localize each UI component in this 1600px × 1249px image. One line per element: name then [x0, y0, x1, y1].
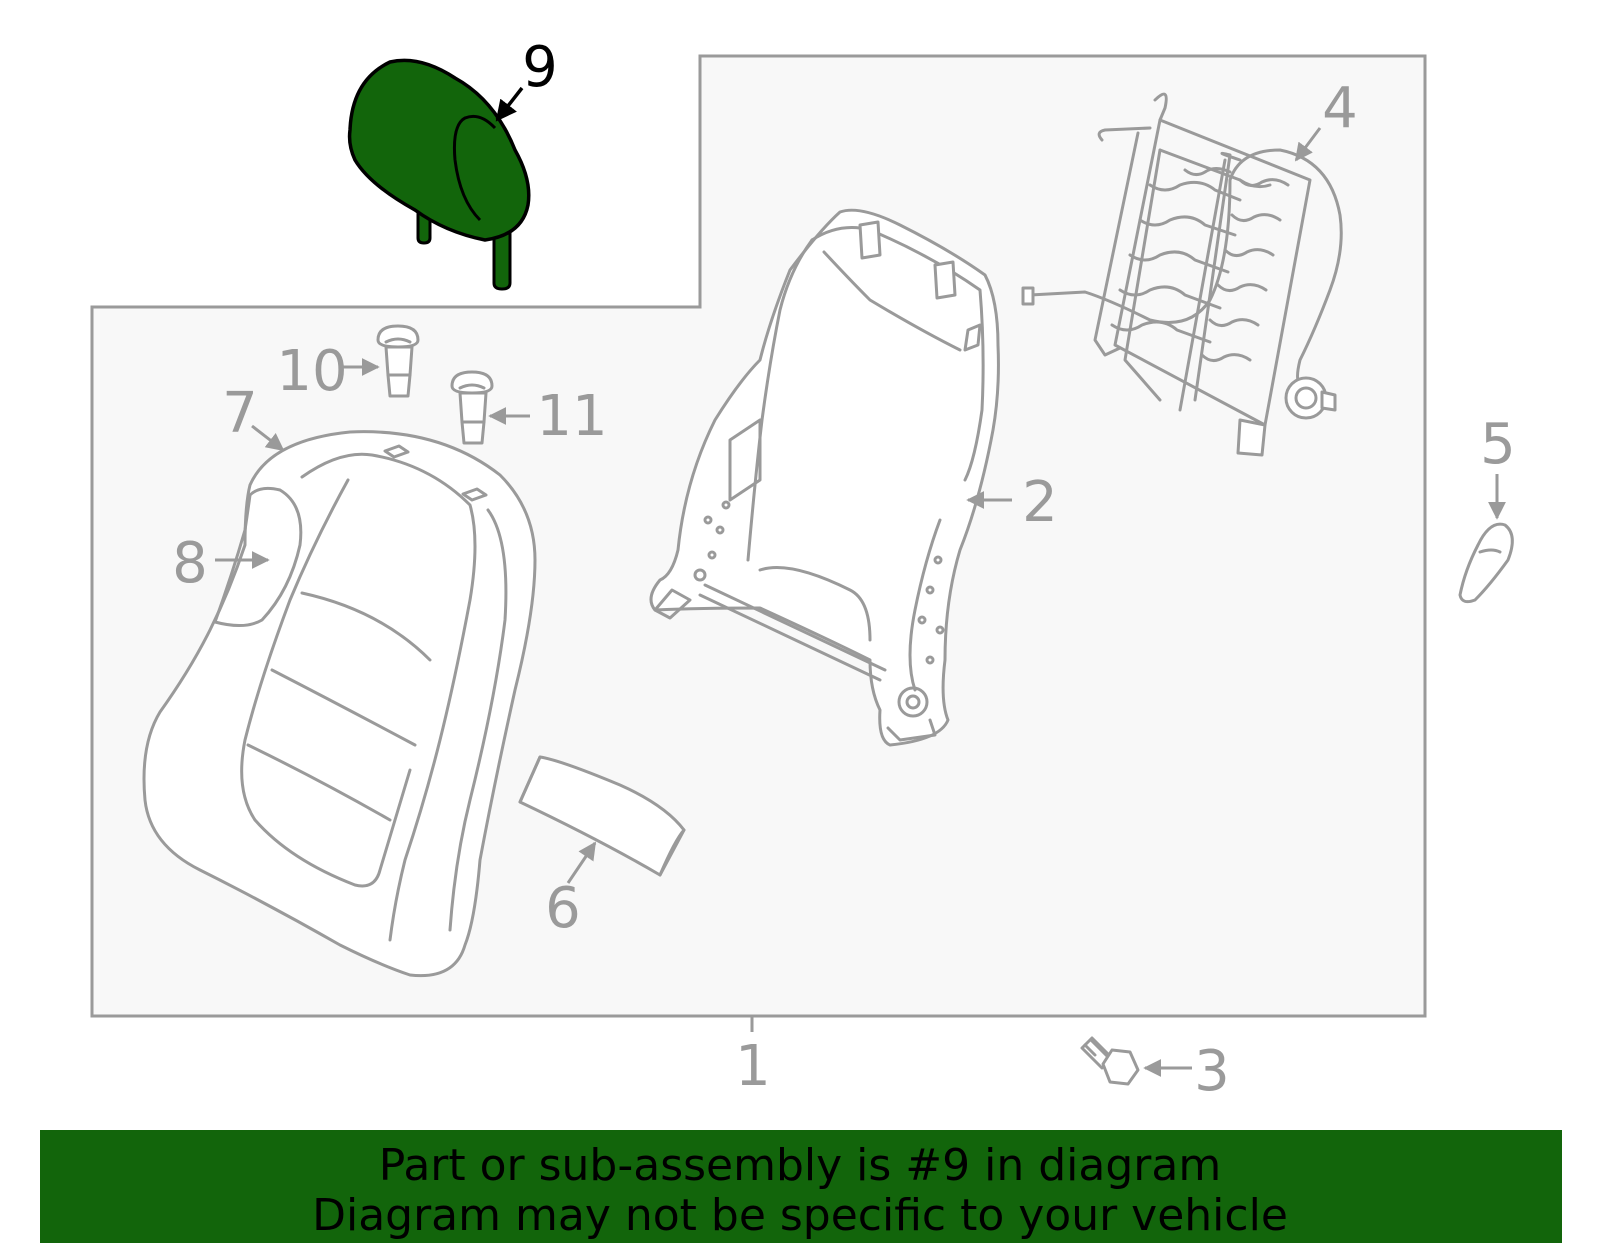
- callout-3[interactable]: 3: [1194, 1039, 1230, 1104]
- callout-6[interactable]: 6: [545, 876, 581, 941]
- leader-7: [251, 424, 285, 452]
- banner-line-2: Diagram may not be specific to your vehi…: [312, 1190, 1288, 1241]
- callout-5[interactable]: 5: [1480, 412, 1516, 477]
- callout-8[interactable]: 8: [172, 531, 208, 596]
- bolt-part-3[interactable]: [1080, 1036, 1140, 1086]
- banner-line-1: Part or sub-assembly is #9 in diagram: [379, 1140, 1221, 1191]
- callout-1[interactable]: 1: [735, 1034, 771, 1099]
- lumbar-strip-part-6[interactable]: [518, 755, 686, 877]
- callout-4[interactable]: 4: [1322, 76, 1358, 141]
- callout-10[interactable]: 10: [276, 339, 347, 404]
- trim-part-5[interactable]: [1458, 522, 1514, 604]
- callout-2[interactable]: 2: [1022, 470, 1058, 535]
- guide-part-11[interactable]: [450, 370, 494, 445]
- leader-4: [1294, 127, 1322, 162]
- info-banner: [40, 1130, 1562, 1243]
- callout-11[interactable]: 11: [536, 384, 607, 449]
- headrest-part-9[interactable]: [347, 58, 531, 291]
- side-pad-part-8[interactable]: [213, 486, 303, 627]
- seatback-frame-part-2[interactable]: [649, 208, 1000, 747]
- callout-7[interactable]: 7: [222, 381, 258, 446]
- leader-6: [566, 841, 597, 884]
- seatback-cover-part-7[interactable]: [142, 430, 537, 978]
- leader-9: [495, 86, 524, 122]
- guide-part-10[interactable]: [376, 324, 420, 398]
- callout-9[interactable]: 9: [522, 35, 558, 100]
- lumbar-support-part-4[interactable]: [1021, 92, 1343, 457]
